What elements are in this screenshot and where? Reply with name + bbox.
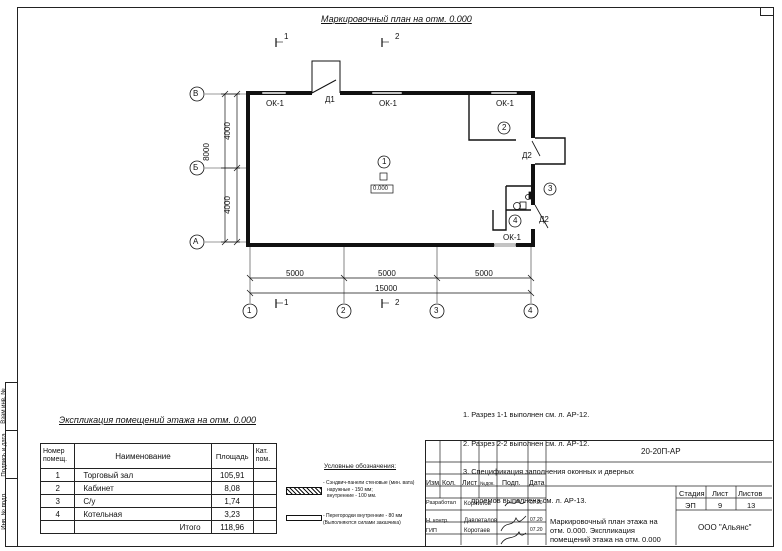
total-label: Итого: [74, 520, 212, 534]
table-row: 4 Котельная 3,23: [39, 507, 278, 521]
room-num: 2: [39, 481, 76, 495]
room-number: 2: [502, 123, 507, 132]
legend-line: - Сэндвич-панели стеновые (мин. вата): [323, 480, 415, 486]
legend-swatch-partition: [286, 515, 322, 521]
company-name: ООО "Альянс": [698, 523, 752, 532]
col-header: Наименование: [74, 443, 212, 469]
side-stamp-strip: [5, 382, 18, 547]
legend-swatch-sandwich: [286, 487, 322, 495]
section-mark-label: 1: [284, 298, 289, 307]
table-row: 3 С/у 1,74: [39, 494, 278, 508]
window-label: ОК-1: [496, 99, 514, 108]
sheet-corner-mark: [760, 7, 773, 16]
sheets-header: Листов: [738, 489, 763, 498]
dim-span-3: 5000: [475, 269, 493, 278]
role-label: Разработал: [426, 500, 456, 506]
room-number: 1: [382, 157, 387, 166]
section-mark-label: 2: [395, 32, 400, 41]
legend-text-sandwich: - Сэндвич-панели стеновые (мин. вата) на…: [323, 480, 414, 500]
tb-header-doc: №док.: [480, 481, 495, 487]
legend-line: внутренние - 100 мм.: [327, 493, 377, 499]
axis-label-1: 1: [247, 306, 252, 315]
dim-total: 15000: [375, 284, 398, 293]
door-label: Д2: [522, 151, 532, 160]
person-name: Коротаев: [464, 528, 490, 534]
dim-span-2: 5000: [378, 269, 396, 278]
dim-span-1: 5000: [286, 269, 304, 278]
legend-title: Условные обозначения:: [324, 463, 397, 470]
axis-label-4: 4: [528, 306, 533, 315]
drawing-code: 20-20П-АР: [641, 447, 681, 456]
axis-label-3: 3: [434, 306, 439, 315]
sign-date: 07.20: [530, 517, 543, 523]
stage-header: Стадия: [679, 489, 705, 498]
explication-title: Экспликация помещений этажа на отм. 0.00…: [59, 415, 256, 425]
tb-header-list: Лист: [462, 480, 478, 487]
sheet-value: 9: [718, 501, 723, 510]
axis-label-2: 2: [341, 306, 346, 315]
room-number: 3: [548, 184, 553, 193]
room-number: 4: [513, 216, 518, 225]
axis-label-b: Б: [193, 163, 199, 172]
note-line: 1. Разрез 1-1 выполнен см. л. АР-12.: [463, 410, 590, 419]
window-label: ОК-1: [503, 233, 521, 242]
window-label: ОК-1: [379, 99, 397, 108]
legend-line: наружные - 150 мм;: [327, 486, 373, 493]
axis-label-a: А: [193, 237, 199, 246]
table-row: 2 Кабинет 8,08: [39, 481, 278, 495]
sheets-value: 13: [747, 501, 756, 510]
person-name: Давлеталов: [464, 518, 498, 524]
sheet-header: Лист: [712, 489, 729, 498]
legend-line: (Выполняются силами заказчика): [323, 519, 401, 526]
window-label: ОК-1: [266, 99, 284, 108]
title-block: [425, 440, 773, 546]
stage-value: ЭП: [685, 501, 696, 510]
legend-line: - Перегородки внутренние - 80 мм: [323, 513, 403, 519]
tb-header-izm: Изм.: [426, 480, 441, 487]
elevation-mark: 0.000: [373, 186, 389, 192]
legend-text-partition: - Перегородки внутренние - 80 мм (Выполн…: [323, 513, 402, 526]
role-label: ГИП: [426, 528, 437, 534]
note-line: 2. Разрез 2-2 выполнен см. л. АР-12.: [463, 438, 590, 448]
door-label: Д2: [539, 215, 549, 224]
door-label: Д1: [325, 95, 335, 104]
section-mark-label: 2: [395, 298, 400, 307]
tb-header-date: Дата: [529, 480, 545, 487]
axis-label-v: В: [193, 89, 199, 98]
role-label: Н. контр.: [426, 518, 449, 524]
col-header: Кат. пом.: [252, 443, 278, 469]
explication-table: Номер помещ. Наименование Площадь Кат. п…: [39, 443, 278, 534]
table-row-total: Итого 118,96: [39, 520, 278, 534]
tb-header-kol: Кол.: [442, 480, 456, 487]
person-name: Корнилов: [464, 501, 491, 507]
tb-header-sign: Подп.: [502, 480, 521, 487]
sign-date: 07.20: [530, 500, 543, 506]
sign-date: 07.20: [530, 527, 543, 533]
section-mark-label: 1: [284, 32, 289, 41]
sheet-title: Маркировочный план этажа на отм. 0.000. …: [550, 517, 661, 544]
drawing-frame: [17, 7, 774, 547]
note-line: проемов выполнена см. л. АР-13.: [463, 495, 587, 505]
plan-title: Маркировочный план на отм. 0.000: [321, 14, 472, 24]
